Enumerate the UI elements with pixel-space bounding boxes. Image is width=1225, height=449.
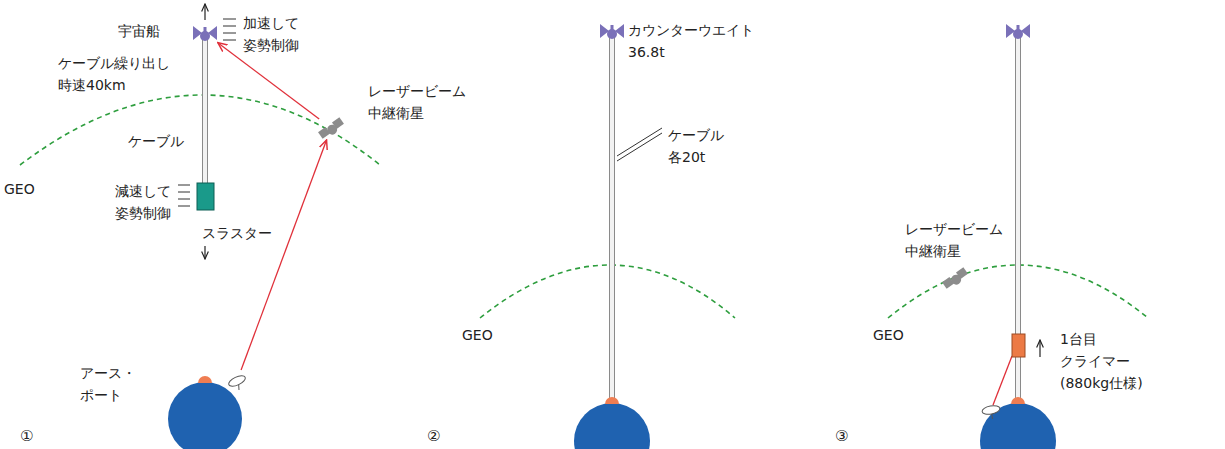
laser-dish-part-part [227, 374, 247, 389]
laser-dish-part-part [237, 385, 241, 390]
thrust-hatch-part [178, 199, 190, 200]
relay-satellite [318, 117, 970, 291]
relay-satellite-part [942, 267, 970, 291]
panel-number: ② [427, 425, 440, 447]
climber-box [1012, 334, 1025, 357]
node-label: カウンターウエイト 36.8t [628, 19, 754, 63]
leader-line-part [617, 128, 662, 156]
orbit-label: GEO [873, 324, 904, 346]
earth-part [168, 382, 242, 449]
node-label: 1台目 クライマー (880kg仕様) [1060, 328, 1143, 394]
annotation: 減速して 姿勢制御 [115, 180, 171, 224]
thrust-hatch-part [223, 19, 236, 20]
cable [203, 34, 1021, 406]
spaceship-icon-part-part [1017, 25, 1020, 33]
annotation: ケーブル 各20t [668, 124, 724, 168]
motion-arrow-part [204, 246, 205, 259]
node-label: 宇宙船 [118, 20, 160, 42]
earth-port-part [1011, 397, 1025, 404]
earth-port-part [198, 376, 212, 383]
node-label: スラスター [202, 222, 272, 244]
laser-dish-part-part [991, 414, 993, 419]
motion-arrow [205, 4, 1040, 357]
cable-part [203, 34, 208, 184]
relay-satellite: レーザービーム 中継衛星 [944, 267, 966, 289]
counterweight: カウンターウエイト 36.8t [600, 20, 624, 42]
earth-part [574, 403, 650, 449]
spaceship-icon-part [600, 24, 624, 39]
node-label: レーザービーム 中継衛星 [905, 218, 1003, 262]
relay-satellite-part [318, 117, 346, 141]
geo-orbit [20, 95, 1148, 318]
spaceship-icon-part [193, 26, 217, 41]
spaceship-icon-part-part [1006, 24, 1030, 38]
annotation: ケーブル繰り出し 時速40km [58, 52, 170, 96]
earth [168, 382, 1056, 449]
earth-part [980, 403, 1056, 449]
geo-orbit-part [20, 95, 380, 165]
leader-line-part [617, 133, 662, 161]
panel-number: ③ [835, 425, 848, 447]
relay-satellite-part-part [325, 123, 339, 137]
thruster-box [197, 183, 214, 210]
laser-beam [218, 43, 319, 119]
motion-arrow-part [1039, 340, 1040, 357]
spaceship-icon-part-part [611, 25, 614, 33]
spaceship-icon-part-part [204, 27, 207, 35]
earth-port-part [605, 397, 619, 404]
thrust-hatch-part [178, 206, 190, 207]
climber: 1台目 クライマー (880kg仕様) [1012, 334, 1025, 357]
laser-dish [227, 374, 1001, 421]
thrust-hatch [178, 19, 236, 206]
thrust-hatch-part [223, 26, 236, 27]
orbit-label: GEO [462, 324, 493, 346]
thruster: スラスター [197, 183, 214, 210]
laser-dish-part [227, 374, 249, 393]
panel-number: ① [20, 425, 33, 447]
spaceship-icon-part-part [600, 24, 624, 38]
node-label: レーザービーム 中継衛星 [368, 80, 466, 124]
earth-port [198, 376, 1025, 404]
annotation: 加速して 姿勢制御 [243, 12, 299, 56]
spaceship: 宇宙船 [193, 22, 217, 44]
spaceship-icon [193, 24, 1030, 41]
thrust-hatch-part [223, 40, 236, 41]
geo-orbit-part [480, 265, 735, 318]
laser-beam [993, 356, 1012, 405]
motion-arrow-part [204, 4, 205, 20]
cable-part [610, 34, 615, 406]
spaceship-icon-part-part [193, 26, 217, 40]
leader-line [617, 128, 662, 161]
thrust-hatch-part [223, 33, 236, 34]
relay-satellite: レーザービーム 中継衛星 [320, 117, 342, 139]
laser-dish-part-part [981, 404, 1000, 415]
annotation: ケーブル [128, 130, 184, 152]
relay-satellite-part-part [949, 273, 963, 287]
laser-dish-part [981, 404, 1001, 420]
orbit-label: GEO [4, 178, 35, 200]
earth-port-dish: アース・ポート [226, 371, 248, 391]
thrust-hatch-part [178, 185, 190, 186]
node-label: アース・ポート [80, 362, 136, 406]
spaceship-icon-part [1006, 24, 1030, 39]
laser-beam [241, 140, 327, 370]
thrust-hatch-part [178, 192, 190, 193]
